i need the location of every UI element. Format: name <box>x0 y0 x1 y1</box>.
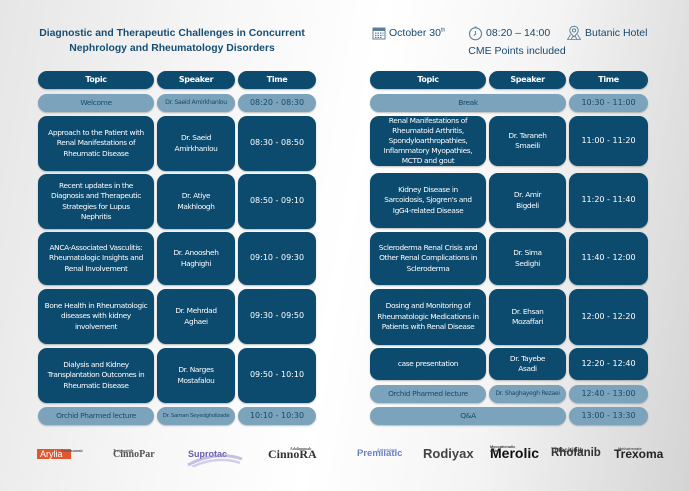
location-pin-icon <box>566 25 582 40</box>
left-header-topic: Topic <box>38 71 154 89</box>
event-meta: October 30th 08:20 – 14:00 Butanic Hotel <box>372 25 662 41</box>
session-speaker: Dr. Anoosheh Haghighi <box>157 232 235 285</box>
session-time: 13:00 - 13:30 <box>569 407 648 425</box>
swoosh-icon <box>187 454 243 467</box>
calendar-icon <box>372 27 386 40</box>
session-speaker: Dr. Narges Mostafalou <box>157 348 235 403</box>
session-time: 11:20 - 11:40 <box>569 173 648 228</box>
right-header-time: Time <box>569 71 648 89</box>
session-speaker: Dr. Saeid Amirkhanlou <box>157 116 235 171</box>
session-time: 11:00 - 11:20 <box>569 116 648 166</box>
left-header-time: Time <box>238 71 316 89</box>
left-header-speaker: Speaker <box>157 71 235 89</box>
session-speaker: Dr. Saman Seyedgholizade <box>157 407 235 425</box>
session-time: 09:30 - 09:50 <box>238 289 316 344</box>
session-speaker: Dr. Amir Bigdeli <box>489 173 566 228</box>
session-time: 09:50 - 10:10 <box>238 348 316 403</box>
event-time: 08:20 – 14:00 <box>468 26 566 41</box>
right-header-topic: Topic <box>370 71 486 89</box>
session-topic: Scleroderma Renal Crisis and Other Renal… <box>370 232 486 285</box>
session-speaker: Dr. Atiye Makhloogh <box>157 174 235 229</box>
session-time: 10:30 - 11:00 <box>569 94 648 112</box>
event-title-line2: Nephrology and Rheumatology Disorders <box>69 43 275 54</box>
session-speaker: Dr. Taraneh Smaeili <box>489 116 566 166</box>
session-time: 12:20 - 12:40 <box>569 348 648 380</box>
event-venue: Butanic Hotel <box>566 25 647 41</box>
clock-icon <box>468 26 483 40</box>
event-title: Diagnostic and Therapeutic Challenges in… <box>22 26 322 56</box>
session-topic: Bone Health in Rheumatologic diseases wi… <box>38 289 154 344</box>
session-topic: ANCA-Associated Vasculitis: Rheumatologi… <box>38 232 154 285</box>
session-topic: Dosing and Monitoring of Rheumatologic M… <box>370 289 486 345</box>
session-time: 08:30 - 08:50 <box>238 116 316 171</box>
session-topic: Kidney Disease in Sarcoidosis, Sjogren's… <box>370 173 486 228</box>
session-topic: Renal Manifestations of Rheumatoid Arthr… <box>370 116 486 166</box>
session-speaker: Dr. Shaghayegh Rezaei <box>489 385 566 403</box>
event-time-text: 08:20 – 14:00 <box>486 27 551 39</box>
session-topic: Recent updates in the Diagnosis and Ther… <box>38 174 154 229</box>
session-topic: Break <box>370 94 566 112</box>
session-topic: Approach to the Patient with Renal Manif… <box>38 116 154 171</box>
session-time: 12:40 - 13:00 <box>569 385 648 403</box>
event-venue-text: Butanic Hotel <box>585 27 648 39</box>
session-time: 08:20 - 08:30 <box>238 94 316 112</box>
session-topic: Dialysis and Kidney Transplantation Outc… <box>38 348 154 403</box>
event-title-line1: Diagnostic and Therapeutic Challenges in… <box>39 28 305 39</box>
session-time: 12:00 - 12:20 <box>569 289 648 345</box>
cme-note: CME Points included <box>468 45 566 57</box>
session-time: 08:50 - 09:10 <box>238 174 316 229</box>
session-topic: Orchid Pharmed lecture <box>370 385 486 403</box>
session-topic: Orchid Pharmed lecture <box>38 407 154 425</box>
session-speaker: Dr. Sima Sedighi <box>489 232 566 285</box>
session-speaker: Dr. Mehrdad Aghaei <box>157 289 235 344</box>
event-date: October 30th <box>372 26 468 40</box>
session-speaker: Dr. Ehsan Mozaffari <box>489 289 566 345</box>
session-speaker: Dr. Saeid Amirkhanlou <box>157 94 235 112</box>
event-date-text: October 30th <box>389 27 446 39</box>
session-time: 11:40 - 12:00 <box>569 232 648 285</box>
session-topic: case presentation <box>370 348 486 380</box>
session-topic: Welcome <box>38 94 154 112</box>
right-header-speaker: Speaker <box>489 71 566 89</box>
session-time: 09:10 - 09:30 <box>238 232 316 285</box>
session-time: 10:10 - 10:30 <box>238 407 316 425</box>
session-topic: Q&A <box>370 407 566 425</box>
session-speaker: Dr. Tayebe Asadi <box>489 348 566 380</box>
